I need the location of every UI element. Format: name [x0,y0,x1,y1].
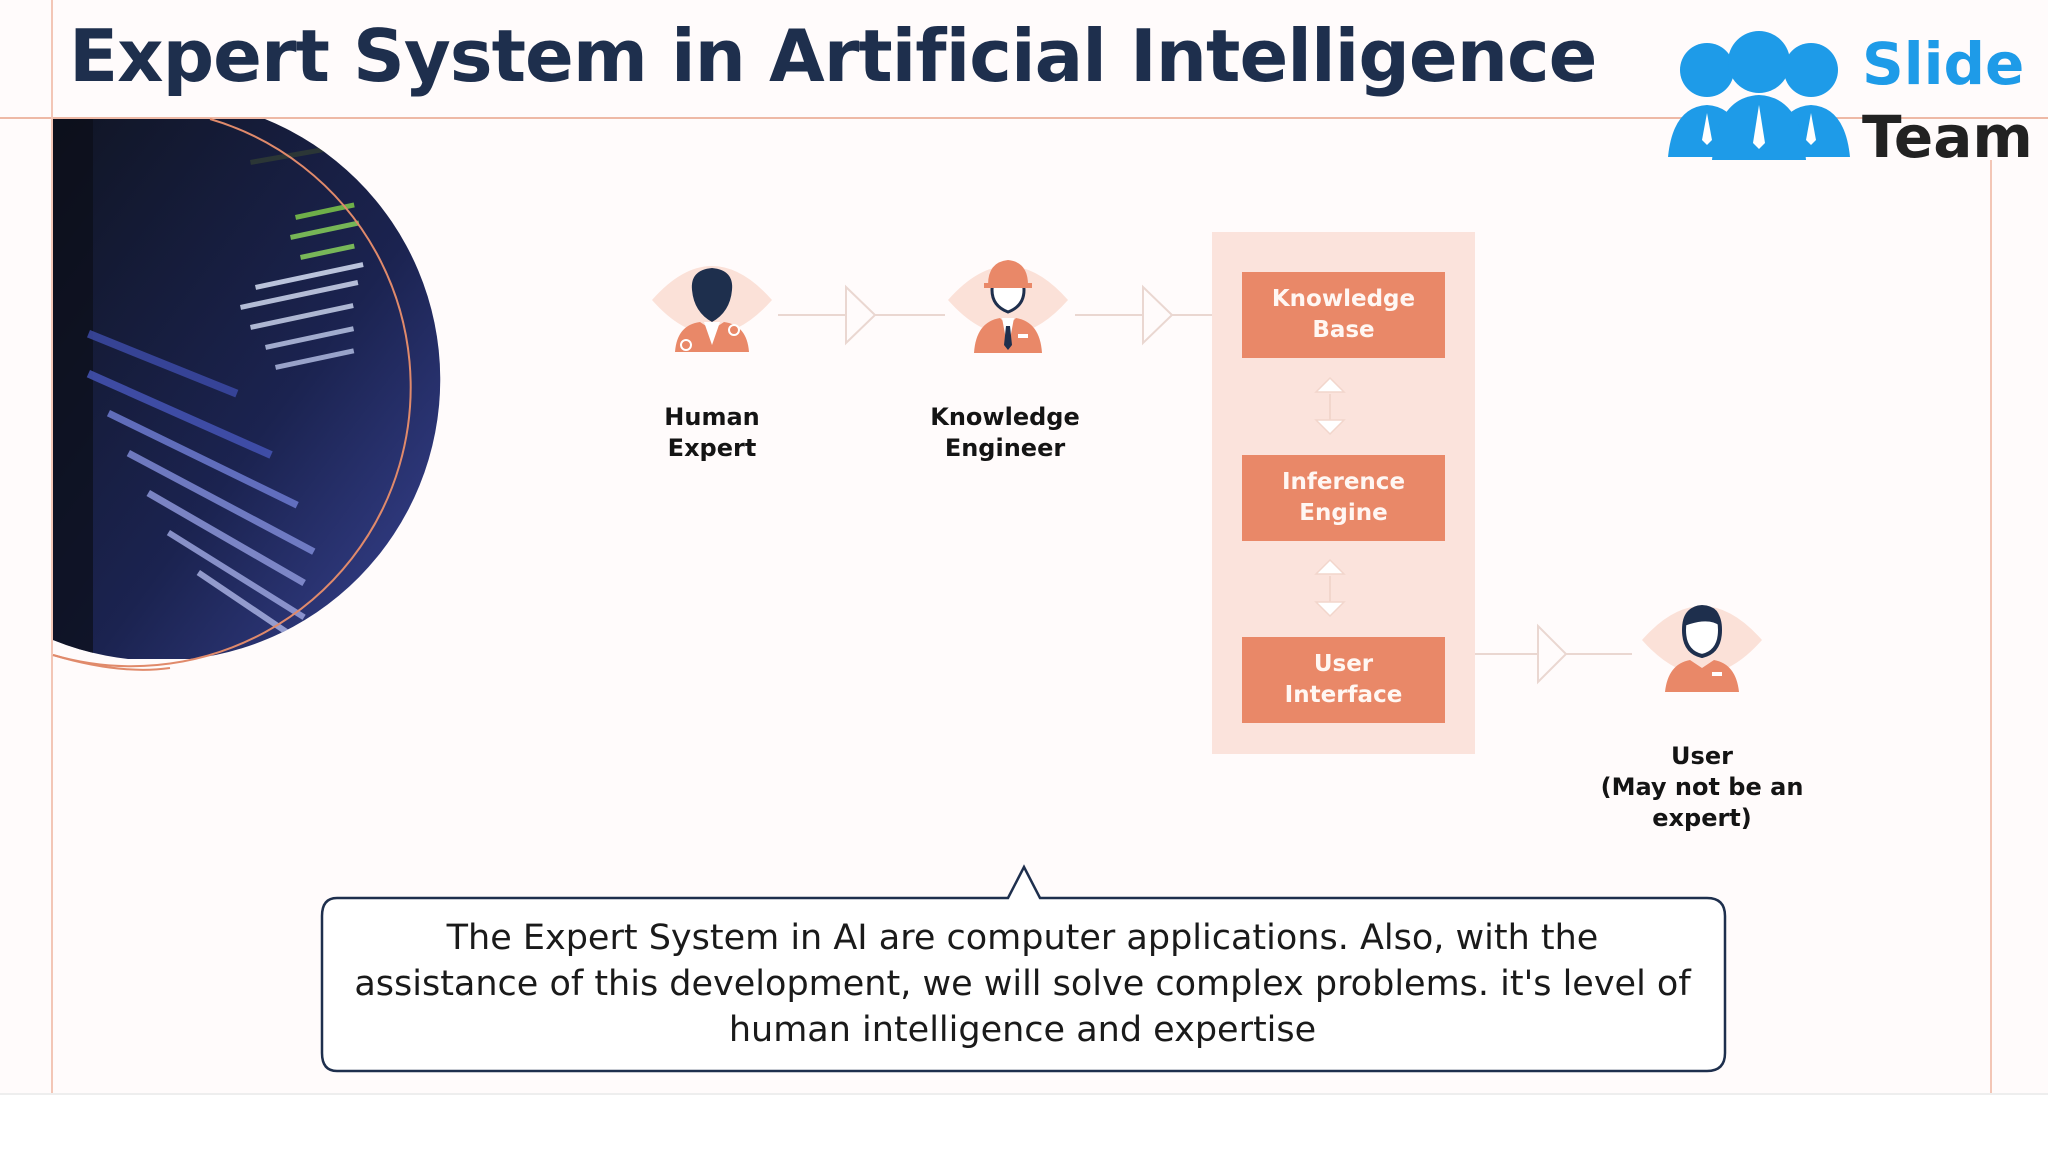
three-people-icon [1668,31,1850,160]
callout-text: The Expert System in AI are computer app… [330,915,1715,1053]
node-label-human-expert: Human Expert [612,402,812,464]
right-rule [1990,160,1992,1095]
knowledge-base-line1: Knowledge [1271,286,1416,312]
page-title: Expert System in Artificial Intelligence [69,14,1597,98]
user-interface-box: User Interface [1242,637,1445,723]
inference-engine-line1: Inference [1281,469,1406,495]
knowledge-engineer-line1: Knowledge [930,403,1080,431]
logo-text-team: Team [1862,103,2033,171]
human-expert-line2: Expert [667,434,757,462]
user-line1: User [1671,742,1733,770]
user-interface-line1: User [1313,651,1374,677]
callout-line3: human intelligence and expertise [728,1010,1317,1050]
logo-text-slide: Slide [1862,30,2025,98]
user-interface-line2: Interface [1284,682,1403,708]
inference-engine-line2: Engine [1299,500,1388,526]
left-rule [51,0,53,1095]
knowledge-base-line2: Base [1312,317,1375,343]
callout-line2: assistance of this development, we will … [354,964,1691,1004]
knowledge-base-box: Knowledge Base [1242,272,1445,358]
inference-engine-box: Inference Engine [1242,455,1445,541]
footer-rule [0,1093,2048,1095]
human-expert-line1: Human [664,403,760,431]
knowledge-engineer-line2: Engineer [944,434,1066,462]
node-label-user: User (May not be an expert) [1552,741,1852,834]
node-label-knowledge-engineer: Knowledge Engineer [895,402,1115,464]
bottom-strip [0,1095,2048,1152]
header-rule [0,117,2048,119]
callout-line1: The Expert System in AI are computer app… [446,918,1599,958]
user-line2: (May not be an expert) [1600,773,1804,832]
